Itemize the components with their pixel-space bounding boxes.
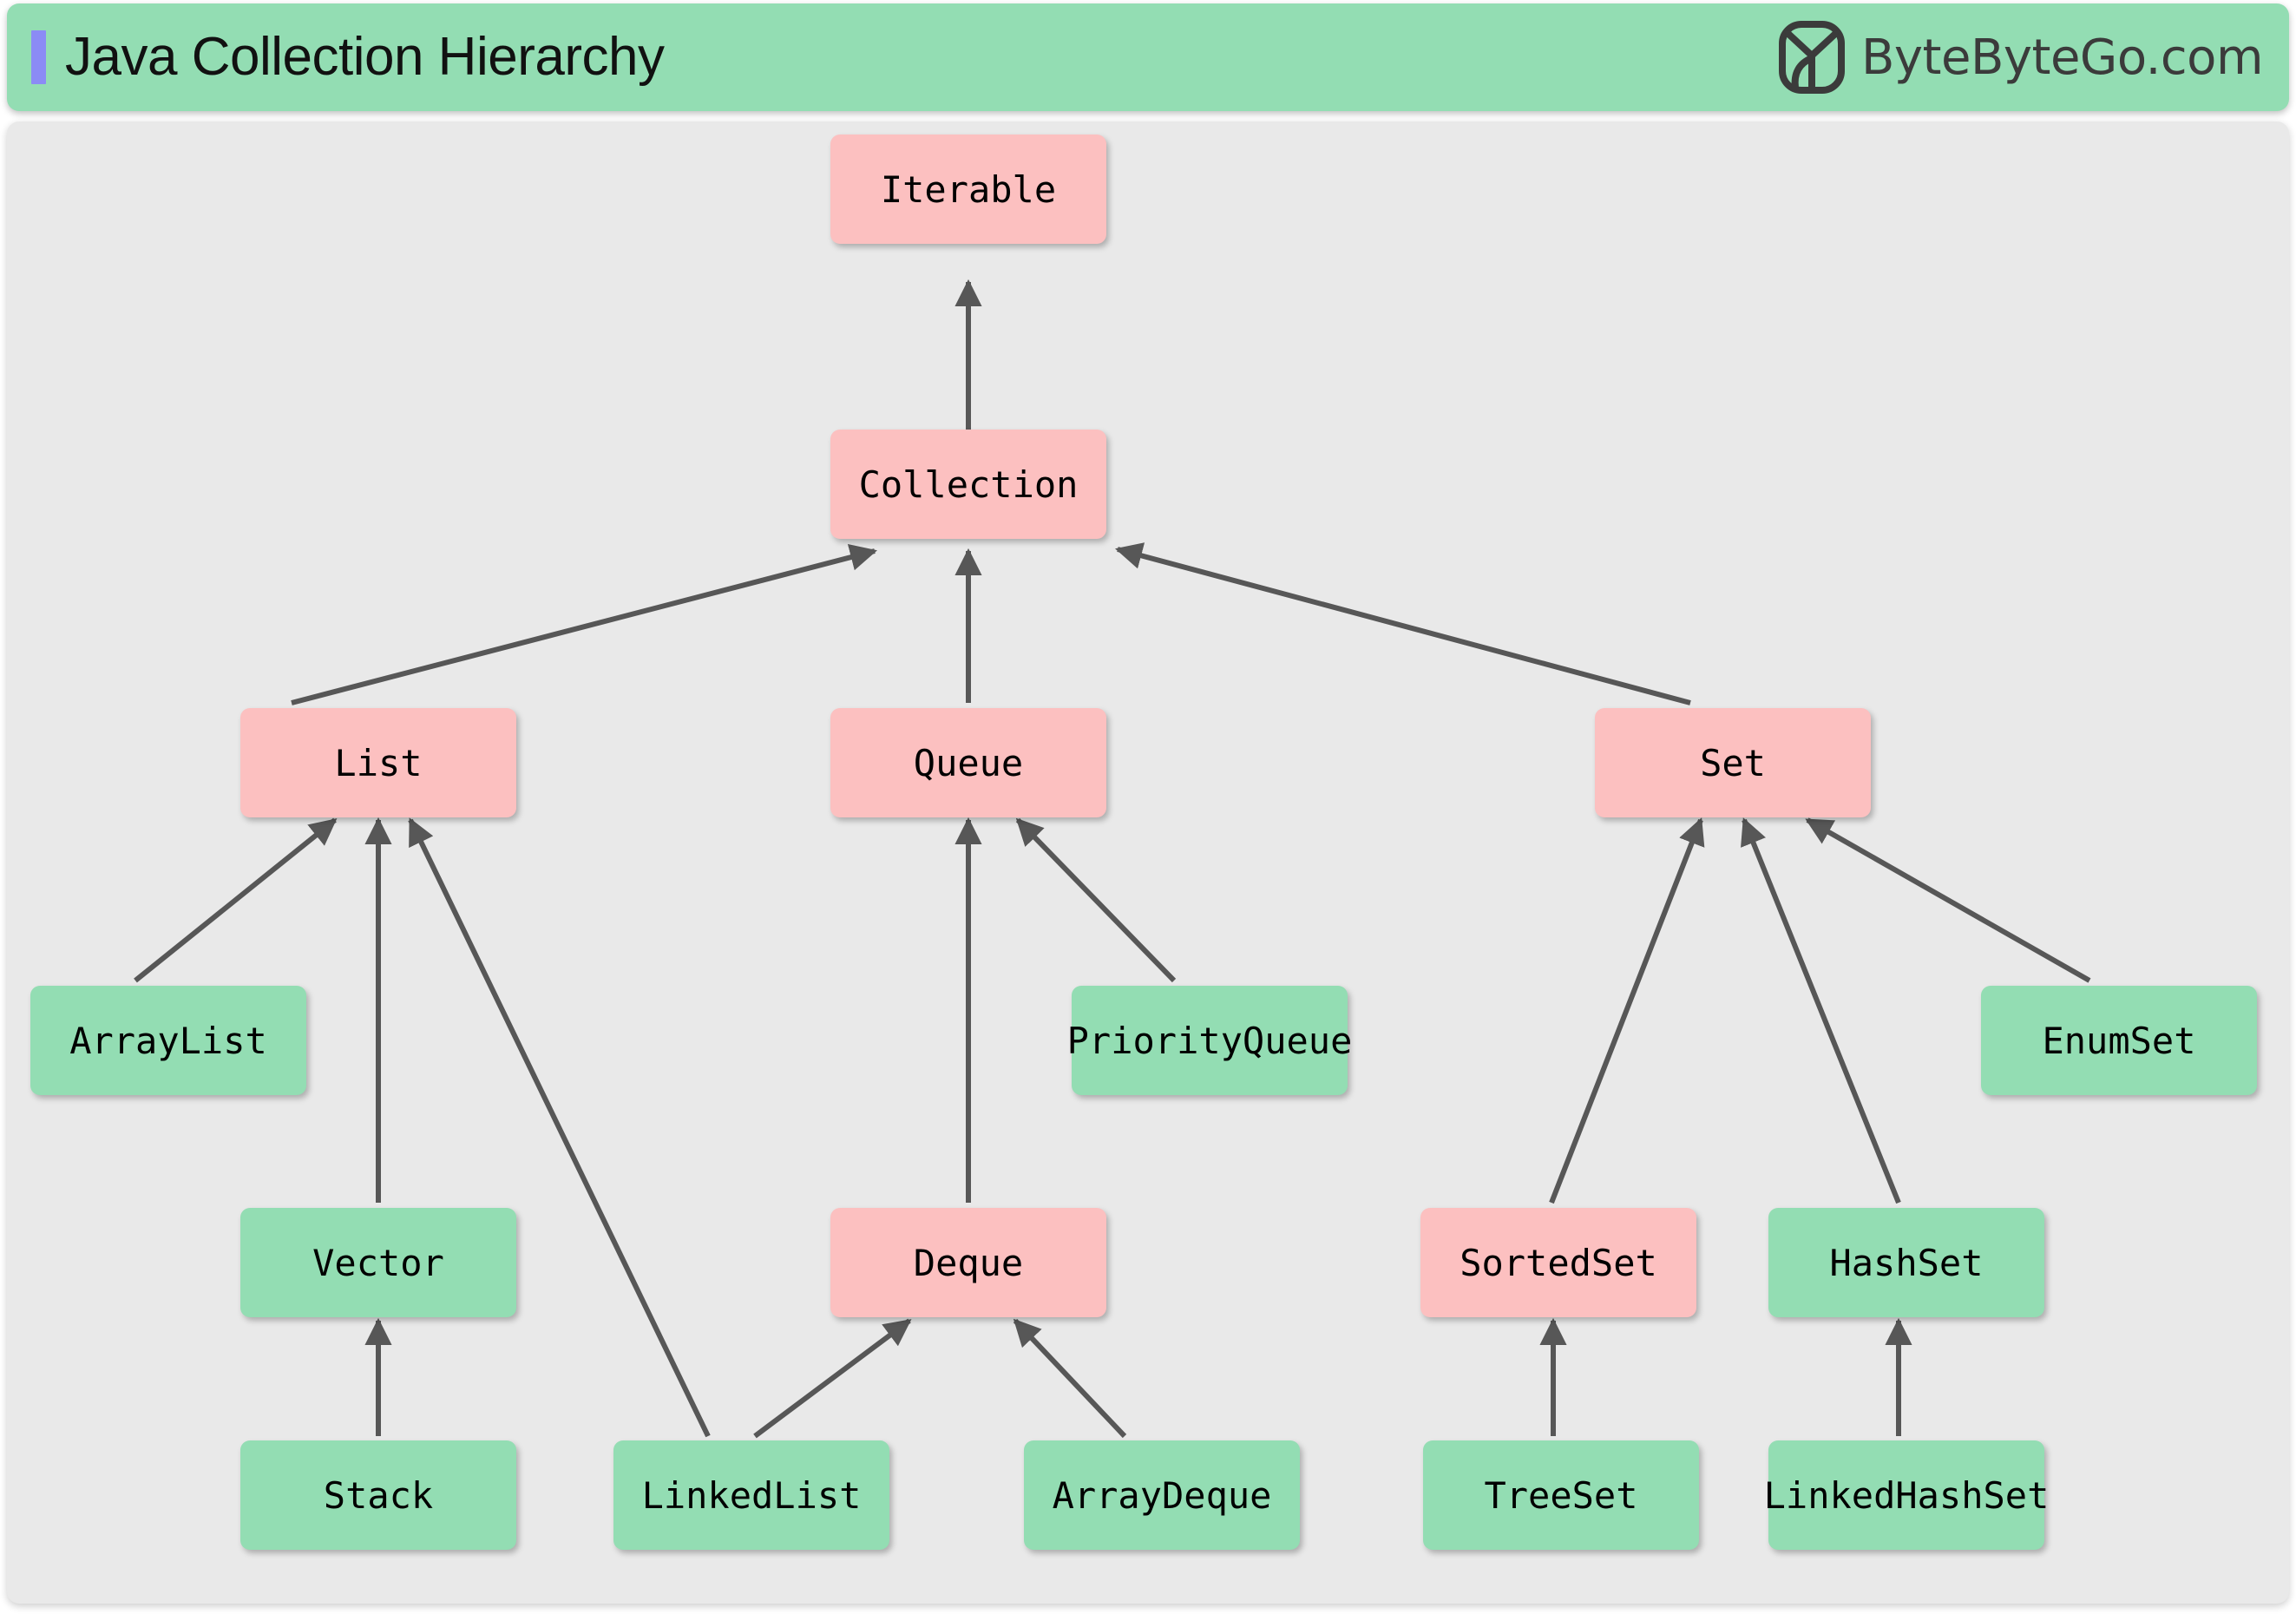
node-label: SortedSet (1460, 1241, 1657, 1284)
node-deque[interactable]: Deque (830, 1208, 1106, 1317)
node-label: List (334, 741, 423, 784)
node-label: HashSet (1829, 1241, 1984, 1284)
node-hashset[interactable]: HashSet (1768, 1208, 2044, 1317)
brand-logo-group[interactable]: ByteByteGo.com (1778, 20, 2264, 95)
bytebytego-logo-icon (1778, 21, 1845, 94)
edge-sortedset-set (1549, 817, 1705, 1204)
node-label: Queue (913, 741, 1024, 784)
edge-linkedlist-list (408, 817, 711, 1438)
node-label: ArrayDeque (1052, 1473, 1272, 1517)
node-treeset[interactable]: TreeSet (1423, 1440, 1699, 1550)
node-label: Set (1700, 741, 1766, 784)
node-linkedlist[interactable]: LinkedList (613, 1440, 889, 1550)
node-label: Vector (312, 1241, 444, 1284)
node-label: Collection (858, 463, 1079, 506)
node-arraydeque[interactable]: ArrayDeque (1024, 1440, 1300, 1550)
node-stack[interactable]: Stack (240, 1440, 516, 1550)
edge-priorityqueue-queue (1015, 817, 1177, 983)
node-priorityqueue[interactable]: PriorityQueue (1067, 986, 1352, 1095)
node-vector[interactable]: Vector (240, 1208, 516, 1317)
node-label: Iterable (880, 167, 1057, 211)
edge-arraylist-list (134, 817, 338, 983)
node-linkedhashset[interactable]: LinkedHashSet (1764, 1440, 2049, 1550)
node-label: ArrayList (69, 1019, 267, 1062)
node-label: LinkedList (641, 1473, 862, 1517)
diagram-edges (134, 279, 2091, 1439)
brand-name: ByteByteGo.com (1860, 29, 2264, 86)
node-arraylist[interactable]: ArrayList (30, 986, 306, 1095)
edge-enumset-set (1805, 817, 2091, 983)
node-collection[interactable]: Collection (830, 430, 1106, 539)
edge-linkedlist-deque (753, 1318, 912, 1439)
node-label: TreeSet (1484, 1473, 1638, 1517)
node-label: Stack (323, 1473, 434, 1517)
node-label: LinkedHashSet (1763, 1473, 2050, 1517)
edge-set-collection (1114, 542, 1691, 705)
edge-hashset-set (1741, 817, 1901, 1204)
node-label: EnumSet (2042, 1019, 2196, 1062)
title-accent-bar (31, 30, 46, 84)
node-sortedset[interactable]: SortedSet (1420, 1208, 1696, 1317)
edge-list-collection (291, 543, 878, 705)
node-enumset[interactable]: EnumSet (1981, 986, 2257, 1095)
page-header: Java Collection Hierarchy ByteByteGo.com (7, 3, 2289, 111)
node-label: PriorityQueue (1066, 1019, 1353, 1062)
node-label: Deque (913, 1241, 1024, 1284)
node-queue[interactable]: Queue (830, 708, 1106, 817)
node-list[interactable]: List (240, 708, 516, 817)
edge-arraydeque-deque (1013, 1318, 1127, 1439)
node-iterable[interactable]: Iterable (830, 134, 1106, 244)
node-set[interactable]: Set (1595, 708, 1871, 817)
page-title: Java Collection Hierarchy (65, 27, 665, 87)
